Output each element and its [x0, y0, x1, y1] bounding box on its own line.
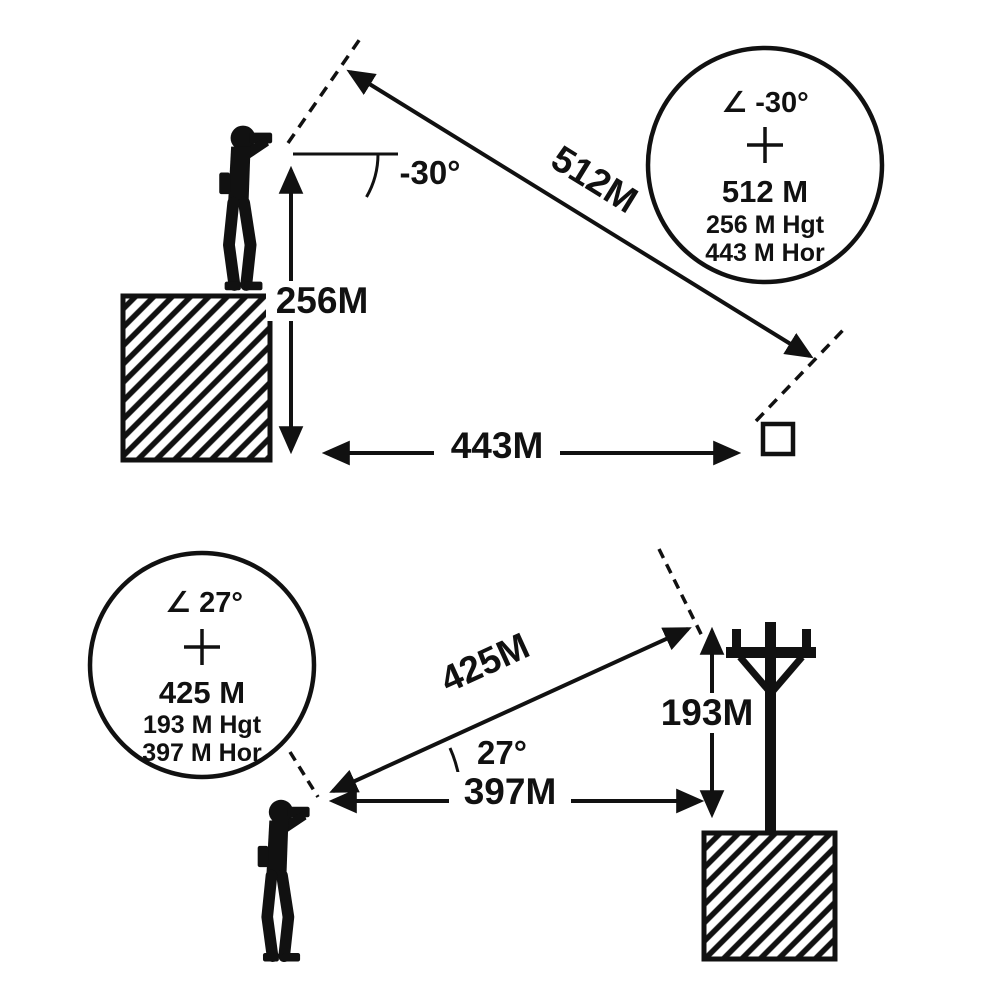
viewfinder-height-reading-top: 256 M Hgt — [706, 211, 825, 239]
observer-figure-bottom — [258, 800, 310, 962]
reticle-crosshair-icon-top — [747, 127, 783, 163]
observer-figure-top — [219, 126, 272, 291]
reticle-crosshair-icon-bottom — [184, 629, 220, 665]
sight-ray-dashed-lower — [288, 751, 320, 798]
bottom-scene: ∠ 27° 425 M 193 M Hgt 397 M Hor 425M 27°… — [87, 548, 838, 962]
square-target-icon — [760, 421, 796, 457]
utility-pole-icon — [726, 622, 816, 836]
horizontal-label-bg-bottom — [449, 772, 571, 812]
viewfinder-angle-reading-top: ∠ -30° — [721, 87, 809, 119]
sight-ray-dashed-upper — [286, 35, 364, 144]
slant-distance-label-top: 512M — [544, 138, 644, 222]
viewfinder-circle-top — [645, 45, 885, 285]
viewfinder-angle-reading-bottom: ∠ 27° — [165, 587, 243, 619]
viewfinder-top: ∠ -30° 512 M 256 M Hgt 443 M Hor — [645, 45, 885, 285]
height-label-bg-top — [266, 281, 378, 321]
slant-distance-label-bottom: 425M — [434, 625, 535, 701]
height-label-top: 256M — [276, 280, 369, 321]
viewfinder-distance-reading-top: 512 M — [722, 174, 808, 209]
angle-label-bottom: 27° — [477, 734, 527, 771]
hatched-block-bottom — [701, 830, 838, 962]
pole-post — [765, 622, 776, 836]
sight-ray-dashed-pole — [657, 548, 704, 637]
viewfinder-horizontal-reading-top: 443 M Hor — [705, 239, 825, 267]
horizontal-label-bottom: 397M — [464, 771, 557, 812]
pole-brace-right — [769, 654, 805, 695]
pole-peg-right — [802, 629, 811, 647]
horizontal-label-top: 443M — [451, 425, 544, 466]
viewfinder-horizontal-reading-bottom: 397 M Hor — [142, 739, 262, 767]
sight-ray-dashed-target — [754, 325, 848, 423]
slant-distance-arrow-bottom — [329, 627, 692, 793]
angle-arc-top — [365, 153, 380, 198]
viewfinder-distance-reading-bottom: 425 M — [159, 675, 245, 710]
height-label-bottom: 193M — [661, 692, 754, 733]
pole-crossarm — [726, 647, 816, 658]
hatched-block-top — [120, 293, 273, 463]
angle-label-top: -30° — [400, 154, 461, 191]
pole-peg-left — [732, 629, 741, 647]
horizontal-label-bg-top — [434, 426, 560, 466]
top-scene: 512M -30° 256M 443M ∠ -30° 512 M 256 M H… — [120, 35, 885, 466]
height-label-bg-bottom — [647, 693, 767, 733]
slant-distance-arrow-top — [346, 69, 814, 359]
pole-brace-left — [737, 654, 773, 695]
viewfinder-bottom: ∠ 27° 425 M 193 M Hgt 397 M Hor — [87, 550, 317, 780]
viewfinder-height-reading-bottom: 193 M Hgt — [143, 711, 262, 739]
